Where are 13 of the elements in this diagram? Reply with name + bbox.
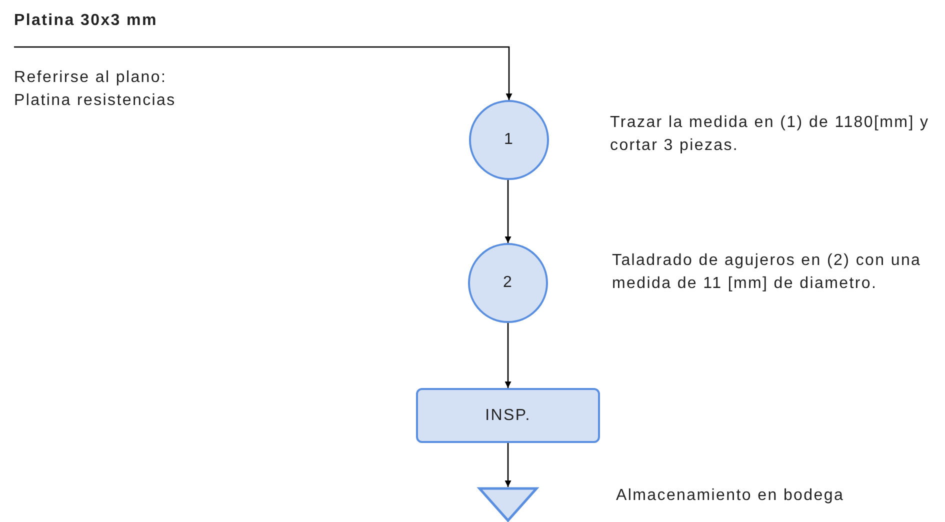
flow-arrow — [504, 180, 512, 243]
material-label: Platina 30x3 mm — [14, 12, 158, 47]
reference-note: Referirse al plano: Platina resistencias — [14, 68, 177, 111]
step-description: Taladrado de agujeros en (2) con una medida de 11 [mm] de diametro. — [612, 251, 922, 294]
storage-triangle — [478, 487, 538, 522]
inspection-box: INSP. — [416, 388, 600, 443]
operation-circle: 2 — [468, 243, 548, 323]
step-description: Almacenamiento en bodega — [616, 486, 846, 506]
flow-arrow — [504, 323, 512, 388]
operation-circle: 1 — [469, 100, 549, 180]
flow-arrow — [14, 46, 512, 100]
step-description: Trazar la medida en (1) de 1180[mm] y cortar 3 piezas. — [610, 113, 930, 156]
flow-arrow — [504, 443, 512, 487]
